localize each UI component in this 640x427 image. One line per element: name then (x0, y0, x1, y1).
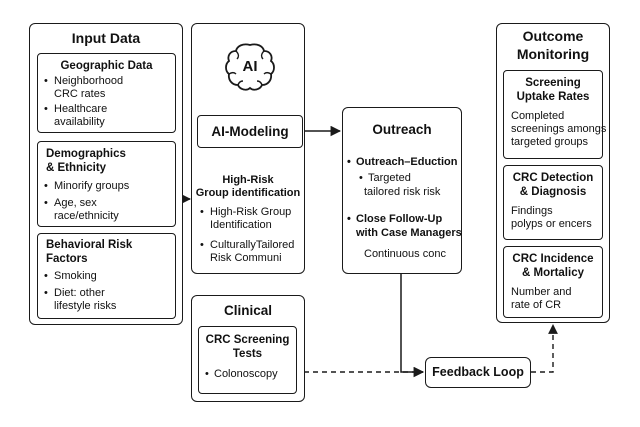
incidence-title-line2: & Mortalicy (522, 267, 584, 279)
bullet-icon: • (347, 213, 351, 225)
clinical-title: Clinical (223, 303, 272, 318)
geo-item-2-line1: Healthcare (54, 103, 108, 115)
outreach-sub1-line1: Targeted (368, 172, 411, 184)
crc-screening-box: CRC Screening Tests • Colonoscopy (198, 326, 297, 394)
bullet-icon: • (44, 197, 48, 209)
incidence-text-line2: rate of CR (511, 299, 562, 311)
outreach-item-1: Outreach–Eduction (356, 156, 458, 168)
crc-screening-title-line2: Tests (232, 348, 263, 360)
crc-detection-box: CRC Detection & Diagnosis Findings polyp… (503, 165, 603, 240)
highrisk-title-line2: Group identification (195, 187, 301, 199)
outcome-title-line2: Monitoring (516, 46, 590, 62)
behavioral-title-line1: Behavioral Risk (46, 239, 133, 251)
bullet-icon: • (200, 206, 204, 218)
ai-item-1-line1: High-Risk Group (210, 206, 292, 218)
outcome-title-line1: Outcome (522, 28, 584, 44)
uptake-text-line2: screenings amongs (511, 123, 607, 135)
crc-incidence-box: CRC Incidence & Mortalicy Number and rat… (503, 246, 603, 318)
uptake-title-line1: Screening (525, 77, 581, 89)
bullet-icon: • (44, 270, 48, 282)
behavioral-title-line2: Factors (46, 253, 88, 265)
outreach-sub1-line2: tailored risk risk (364, 186, 441, 198)
highrisk-title-line1: High-Risk (222, 174, 274, 186)
behav-item-2-line2: lifestyle risks (54, 300, 117, 312)
incidence-text-line1: Number and (511, 286, 572, 298)
crc-screening-title-line1: CRC Screening (205, 334, 290, 346)
demo-item-2-line2: race/ethnicity (54, 210, 119, 222)
bullet-icon: • (359, 172, 363, 184)
geographic-data-title: Geographic Data (60, 60, 153, 72)
ai-item-2-line1: CulturallyTailored (210, 239, 295, 251)
demographics-box: Demographics & Ethnicity • Minorify grou… (37, 141, 176, 227)
bullet-icon: • (44, 75, 48, 87)
uptake-text-line1: Completed (511, 110, 565, 122)
outreach-item-2-line1: Close Follow-Up (356, 213, 443, 225)
detection-text-line1: Findings (511, 205, 553, 217)
bullet-icon: • (44, 287, 48, 299)
bullet-icon: • (347, 156, 351, 168)
geo-item-2-line2: availability (54, 116, 105, 128)
uptake-text-line3: targeted groups (511, 136, 589, 148)
behav-item-1: Smoking (54, 270, 97, 282)
demographics-title-line2: & Ethnicity (46, 162, 107, 174)
bullet-icon: • (44, 103, 48, 115)
brain-ai-label: AI (242, 58, 258, 75)
geo-item-1-line1: Neighborhood (54, 75, 124, 87)
bullet-icon: • (200, 239, 204, 251)
demo-item-1: Minorify groups (54, 180, 130, 192)
ai-item-1-line2: Identification (210, 219, 272, 231)
bullet-icon: • (205, 368, 209, 380)
ai-panel (191, 23, 305, 274)
outreach-title: Outreach (372, 122, 432, 137)
arrow-outreach-to-feedback (400, 274, 425, 378)
demo-item-2-line1: Age, sex (54, 197, 97, 209)
clinical-item: Colonoscopy (214, 368, 278, 380)
feedback-loop-box: Feedback Loop (425, 357, 531, 388)
detection-title-line2: & Diagnosis (519, 186, 587, 198)
input-data-title: Input Data (71, 30, 141, 46)
behav-item-2-line1: Diet: other (54, 287, 105, 299)
bullet-icon: • (44, 180, 48, 192)
arrow-feedback-to-outcome (531, 324, 558, 373)
detection-text-line2: polyps or encers (511, 218, 592, 230)
ai-modeling-title: AI-Modeling (211, 124, 289, 139)
feedback-loop-label: Feedback Loop (432, 365, 524, 379)
outreach-sub2: Continuous conc (364, 248, 446, 260)
outreach-panel: Outreach (342, 107, 462, 274)
ai-item-2-line2: Risk Communi (210, 252, 282, 264)
behavioral-risk-box: Behavioral Risk Factors • Smoking • Diet… (37, 233, 176, 319)
screening-uptake-box: Screening Uptake Rates Completed screeni… (503, 70, 607, 159)
outreach-item-2-line2: with Case Managers (356, 227, 462, 239)
uptake-title-line2: Uptake Rates (516, 91, 590, 103)
incidence-title-line1: CRC Incidence (512, 253, 594, 265)
brain-icon (225, 43, 275, 91)
ai-modeling-box: AI-Modeling (197, 115, 303, 148)
geographic-data-box: Geographic Data • Neighborhood CRC rates… (37, 53, 176, 133)
detection-title-line1: CRC Detection (512, 172, 594, 184)
geo-item-1-line2: CRC rates (54, 88, 106, 100)
demographics-title-line1: Demographics (46, 148, 126, 160)
